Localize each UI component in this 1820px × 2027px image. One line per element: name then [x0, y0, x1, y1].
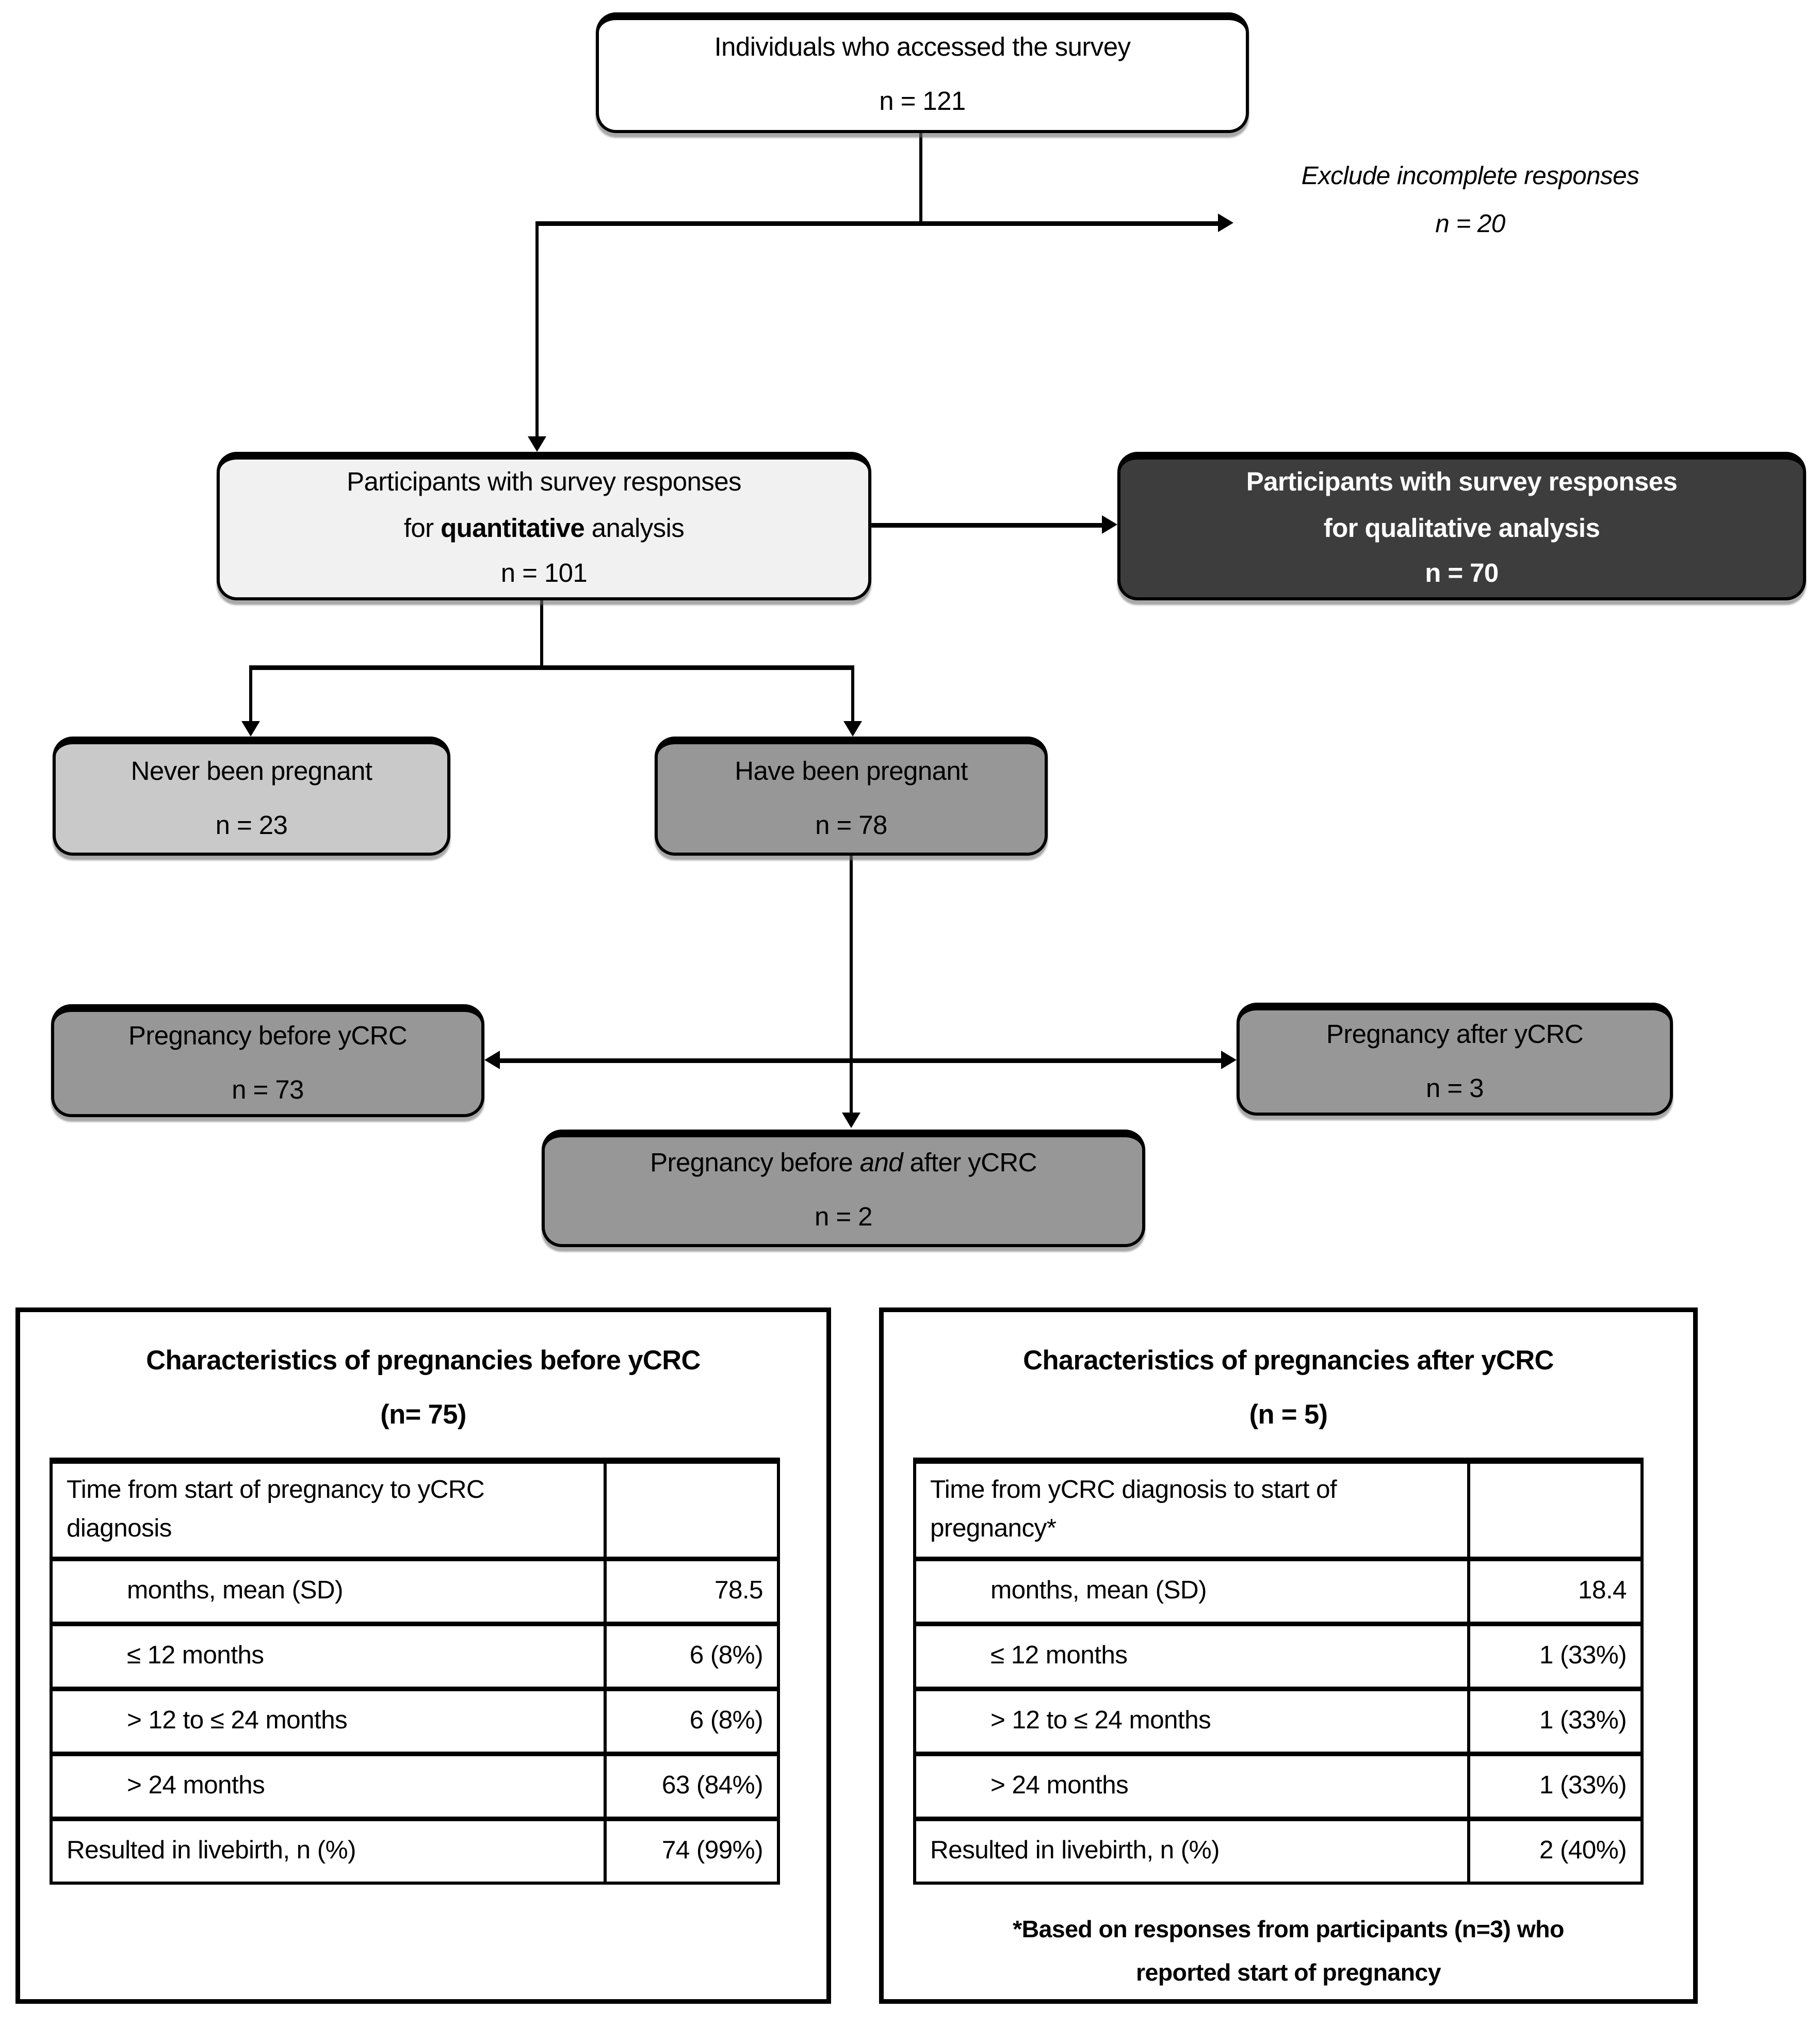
row-label: > 24 months	[53, 1756, 607, 1817]
quantitative-box-line1: Participants with survey responses	[347, 467, 741, 497]
qualitative-box-n: n = 70	[1425, 559, 1499, 589]
table-row: > 12 to ≤ 24 months 1 (33%)	[916, 1687, 1640, 1752]
table-row: months, mean (SD) 18.4	[916, 1557, 1640, 1622]
row-value: 1 (33%)	[1539, 1772, 1627, 1800]
row-label: Time from yCRC diagnosis to start of pre…	[916, 1464, 1470, 1557]
table-row: > 24 months 1 (33%)	[916, 1752, 1640, 1817]
qualitative-box-line2: for qualitative analysis	[1323, 513, 1600, 543]
top-box-label: Individuals who accessed the survey	[714, 33, 1131, 63]
never-pregnant-n: n = 23	[215, 810, 288, 840]
exclude-note: Exclude incomplete responses n = 20	[1238, 162, 1702, 240]
table-after-title-line1: Characteristics of pregnancies after yCR…	[1023, 1345, 1554, 1376]
never-pregnant-label: Never been pregnant	[131, 756, 372, 786]
row-value	[1470, 1464, 1640, 1557]
table-row: ≤ 12 months 6 (8%)	[53, 1622, 777, 1687]
table-row: > 12 to ≤ 24 months 6 (8%)	[53, 1687, 777, 1752]
row-label: > 12 to ≤ 24 months	[916, 1691, 1470, 1752]
row-label: > 24 months	[916, 1756, 1470, 1817]
pregnancy-before-after-label: Pregnancy before and after yCRC	[650, 1149, 1037, 1179]
top-box: Individuals who accessed the survey n = …	[596, 12, 1249, 133]
row-value: 74 (99%)	[661, 1837, 763, 1865]
table-after-footnote: *Based on responses from participants (n…	[879, 1917, 1698, 1987]
arrowhead-exclude-icon	[1218, 214, 1233, 232]
pregnancy-before-label: Pregnancy before yCRC	[128, 1021, 408, 1051]
connector-top-stem	[919, 133, 922, 223]
pregnancy-before-after-box: Pregnancy before and after yCRC n = 2	[542, 1130, 1145, 1247]
connector-pregnancy-stem	[850, 856, 853, 1114]
row-value: 18.4	[1578, 1577, 1627, 1605]
connector-qualitative-line	[871, 523, 1103, 528]
arrowhead-before-after-icon	[841, 1113, 860, 1128]
table-after-title-line2: (n = 5)	[1249, 1398, 1328, 1430]
table-row: months, mean (SD) 78.5	[53, 1557, 777, 1622]
table-after: Time from yCRC diagnosis to start of pre…	[913, 1458, 1644, 1885]
connector-branch-line	[249, 665, 854, 670]
row-value: 6 (8%)	[689, 1642, 763, 1670]
row-value: 63 (84%)	[661, 1772, 763, 1800]
row-label: ≤ 12 months	[53, 1626, 607, 1687]
row-value: 1 (33%)	[1539, 1707, 1627, 1735]
quantitative-box-n: n = 101	[500, 559, 588, 589]
connector-before-after-line	[495, 1057, 1226, 1062]
row-value	[607, 1464, 777, 1557]
row-label: Resulted in livebirth, n (%)	[916, 1821, 1470, 1882]
have-pregnant-n: n = 78	[815, 810, 887, 840]
row-label: ≤ 12 months	[916, 1626, 1470, 1687]
pregnancy-before-after-n: n = 2	[815, 1202, 872, 1232]
table-row: Time from start of pregnancy to yCRC dia…	[53, 1464, 777, 1557]
row-value: 2 (40%)	[1539, 1837, 1627, 1865]
arrowhead-after-icon	[1221, 1050, 1237, 1069]
arrowhead-quantitative-icon	[527, 436, 546, 452]
connector-branch-stem	[540, 600, 543, 670]
table-row: Resulted in livebirth, n (%) 2 (40%)	[916, 1817, 1640, 1882]
quantitative-box: Participants with survey responses for q…	[217, 452, 871, 600]
row-label: months, mean (SD)	[916, 1561, 1470, 1622]
exclude-note-n: n = 20	[1435, 210, 1505, 238]
connector-have-stem	[851, 665, 854, 723]
row-label: Time from start of pregnancy to yCRC dia…	[53, 1464, 607, 1557]
connector-never-stem	[249, 665, 252, 723]
table-row: Resulted in livebirth, n (%) 74 (99%)	[53, 1817, 777, 1882]
row-value: 1 (33%)	[1539, 1642, 1627, 1670]
footnote-line2: reported start of pregnancy	[1135, 1960, 1441, 1987]
row-value: 6 (8%)	[689, 1707, 763, 1735]
arrowhead-qualitative-icon	[1102, 515, 1117, 534]
row-label: months, mean (SD)	[53, 1561, 607, 1622]
arrowhead-never-icon	[240, 721, 259, 737]
row-label: Resulted in livebirth, n (%)	[53, 1821, 607, 1882]
table-before-title-line1: Characteristics of pregnancies before yC…	[146, 1345, 701, 1376]
table-row: ≤ 12 months 1 (33%)	[916, 1622, 1640, 1687]
connector-quantitative-stem	[535, 221, 539, 438]
table-before: Time from start of pregnancy to yCRC dia…	[50, 1458, 780, 1885]
quantitative-box-line2: for quantitative analysis	[403, 513, 685, 543]
table-before-title: Characteristics of pregnancies before yC…	[15, 1345, 831, 1432]
qualitative-box-line1: Participants with survey responses	[1246, 467, 1678, 497]
pregnancy-before-n: n = 73	[232, 1074, 304, 1104]
row-label: > 12 to ≤ 24 months	[53, 1691, 607, 1752]
footnote-line1: *Based on responses from participants (n…	[1013, 1917, 1564, 1943]
exclude-note-label: Exclude incomplete responses	[1301, 162, 1639, 190]
pregnancy-after-n: n = 3	[1426, 1073, 1484, 1103]
qualitative-box: Participants with survey responses for q…	[1117, 452, 1806, 600]
connector-exclude-line	[537, 221, 1218, 226]
never-pregnant-box: Never been pregnant n = 23	[53, 737, 450, 856]
table-after-title: Characteristics of pregnancies after yCR…	[879, 1345, 1698, 1432]
table-row: > 24 months 63 (84%)	[53, 1752, 777, 1817]
have-pregnant-box: Have been pregnant n = 78	[655, 737, 1048, 856]
pregnancy-before-box: Pregnancy before yCRC n = 73	[51, 1004, 484, 1117]
table-before-title-line2: (n= 75)	[380, 1398, 466, 1430]
top-box-n: n = 121	[879, 87, 966, 116]
arrowhead-before-icon	[484, 1050, 500, 1069]
table-row: Time from yCRC diagnosis to start of pre…	[916, 1464, 1640, 1557]
arrowhead-have-icon	[842, 721, 862, 737]
row-value: 78.5	[714, 1577, 763, 1605]
have-pregnant-label: Have been pregnant	[735, 756, 968, 786]
pregnancy-after-box: Pregnancy after yCRC n = 3	[1237, 1003, 1673, 1116]
pregnancy-after-label: Pregnancy after yCRC	[1326, 1019, 1584, 1049]
